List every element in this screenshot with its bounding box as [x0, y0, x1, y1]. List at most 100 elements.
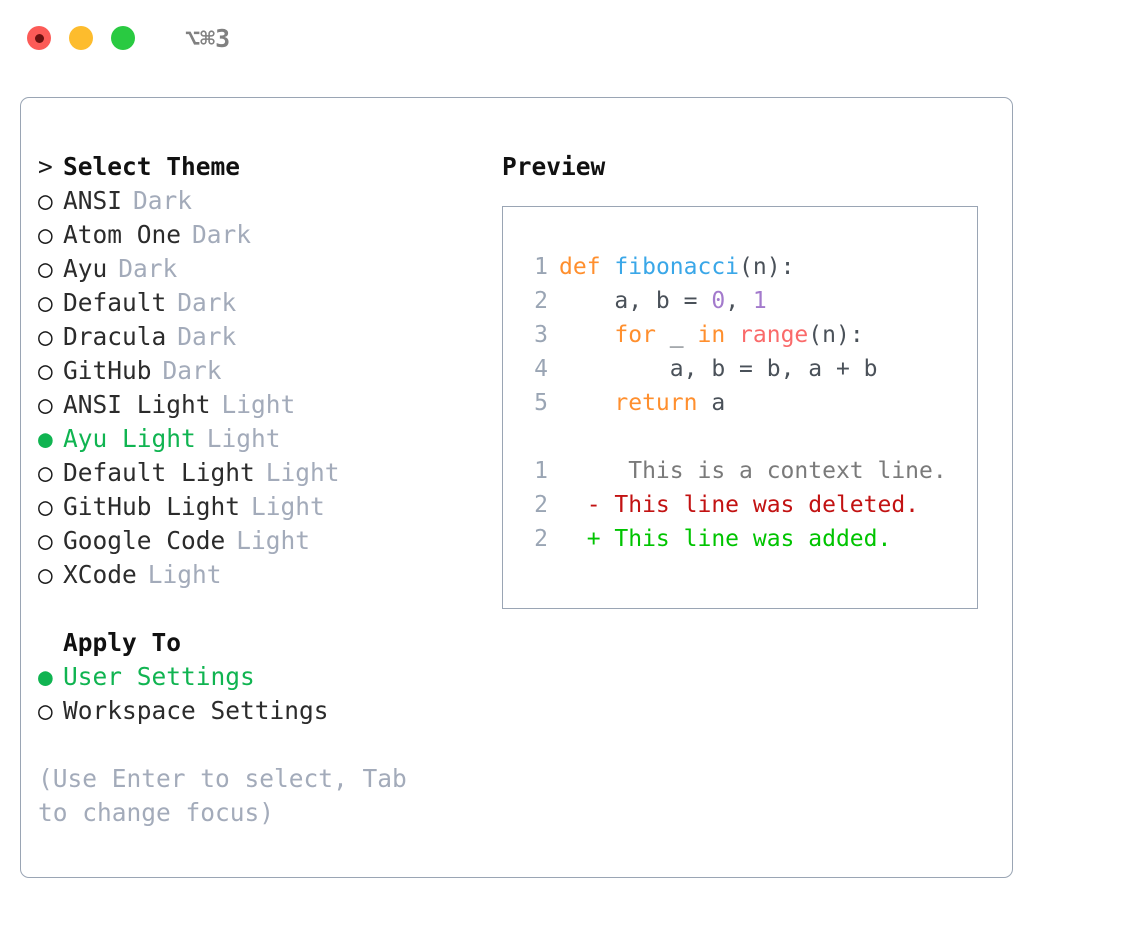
- apply-to-list: ● User Settings ○ Workspace Settings: [38, 660, 478, 728]
- radio-unselected-icon[interactable]: ○: [38, 254, 53, 283]
- token-num: 1: [752, 288, 767, 314]
- token-pn: (n):: [808, 322, 864, 348]
- theme-variant-tag: Dark: [192, 220, 252, 249]
- theme-option-github-light[interactable]: ○ GitHub Light Light: [38, 490, 478, 524]
- code-line: 5 return a: [503, 386, 977, 420]
- line-number: 4: [534, 356, 548, 382]
- token-pn: [601, 254, 615, 280]
- apply-option-label: Workspace Settings: [63, 696, 329, 725]
- token-var: a, b: [559, 288, 684, 314]
- minimize-button[interactable]: [69, 26, 93, 50]
- token-pn: [559, 390, 614, 416]
- radio-unselected-icon[interactable]: ○: [38, 220, 53, 249]
- token-kw: in: [697, 322, 726, 348]
- theme-option-label: GitHub Light: [63, 492, 241, 521]
- token-var: a: [697, 390, 726, 416]
- token-fn: fibonacci: [614, 254, 740, 280]
- radio-unselected-icon[interactable]: ○: [38, 322, 53, 351]
- diff-line: 1 This is a context line.: [503, 454, 977, 488]
- token-bi: range: [739, 322, 809, 348]
- theme-variant-tag: Light: [147, 560, 222, 589]
- theme-option-ansi[interactable]: ○ ANSI Dark: [38, 184, 478, 218]
- radio-selected-icon[interactable]: ●: [38, 662, 53, 691]
- line-number: 5: [534, 390, 548, 416]
- select-theme-title: Select Theme: [63, 152, 241, 181]
- radio-unselected-icon[interactable]: ○: [38, 390, 53, 419]
- radio-unselected-icon[interactable]: ○: [38, 458, 53, 487]
- diff-text: - This line was deleted.: [559, 492, 920, 518]
- line-number: 1: [534, 458, 548, 484]
- token-pn: (n):: [739, 254, 795, 280]
- radio-unselected-icon[interactable]: ○: [38, 186, 53, 215]
- theme-option-label: Ayu Light: [63, 424, 196, 453]
- title-bar: ⌥⌘3: [0, 0, 1140, 76]
- radio-unselected-icon[interactable]: ○: [38, 356, 53, 385]
- theme-option-xcode[interactable]: ○ XCode Light: [38, 558, 478, 592]
- code-line: 3 for _ in range(n):: [503, 318, 977, 352]
- line-number: 2: [534, 288, 548, 314]
- theme-variant-tag: Dark: [177, 288, 237, 317]
- diff-sample: 1 This is a context line.2 - This line w…: [503, 454, 977, 556]
- theme-option-label: Ayu: [63, 254, 108, 283]
- theme-variant-tag: Light: [251, 492, 325, 521]
- theme-variant-tag: Dark: [133, 186, 193, 215]
- radio-unselected-icon[interactable]: ○: [38, 288, 53, 317]
- token-kw: for: [614, 322, 656, 348]
- theme-option-github[interactable]: ○ GitHub Dark: [38, 354, 478, 388]
- line-number: 3: [534, 322, 548, 348]
- line-number: 2: [534, 526, 548, 552]
- radio-unselected-icon[interactable]: ○: [38, 696, 53, 725]
- line-number: 1: [534, 254, 548, 280]
- apply-option-user-settings[interactable]: ● User Settings: [38, 660, 478, 694]
- theme-option-label: GitHub: [63, 356, 152, 385]
- theme-option-label: ANSI: [63, 186, 123, 215]
- theme-option-label: XCode: [63, 560, 137, 589]
- close-button[interactable]: [27, 26, 51, 50]
- diff-line: 2 + This line was added.: [503, 522, 977, 556]
- theme-option-label: Google Code: [63, 526, 226, 555]
- token-pn: =: [683, 288, 712, 314]
- code-text: return a: [559, 386, 725, 420]
- theme-variant-tag: Dark: [162, 356, 222, 385]
- code-text: def fibonacci(n):: [559, 250, 794, 284]
- line-number: 2: [534, 492, 548, 518]
- theme-option-label: ANSI Light: [63, 390, 211, 419]
- radio-unselected-icon[interactable]: ○: [38, 526, 53, 555]
- theme-option-ansi-light[interactable]: ○ ANSI Light Light: [38, 388, 478, 422]
- theme-variant-tag: Light: [265, 458, 340, 487]
- diff-line: 2 - This line was deleted.: [503, 488, 977, 522]
- apply-option-workspace-settings[interactable]: ○ Workspace Settings: [38, 694, 478, 728]
- radio-selected-icon[interactable]: ●: [38, 424, 53, 453]
- theme-variant-tag: Light: [206, 424, 281, 453]
- token-var: b, a + b: [766, 356, 878, 382]
- token-pn: [559, 322, 614, 348]
- theme-variant-tag: Light: [236, 526, 311, 555]
- token-num: 0: [711, 288, 726, 314]
- radio-unselected-icon[interactable]: ○: [38, 492, 53, 521]
- theme-option-google-code[interactable]: ○ Google Code Light: [38, 524, 478, 558]
- code-text: a, b = b, a + b: [559, 352, 878, 386]
- theme-option-label: Dracula: [63, 322, 167, 351]
- keyboard-hint: (Use Enter to select, Tab to change focu…: [38, 764, 407, 827]
- apply-to-title: Apply To: [63, 628, 182, 657]
- radio-unselected-icon[interactable]: ○: [38, 560, 53, 589]
- token-kw: def: [559, 254, 601, 280]
- maximize-button[interactable]: [111, 26, 135, 50]
- code-line: 4 a, b = b, a + b: [503, 352, 977, 386]
- theme-variant-tag: Light: [221, 390, 296, 419]
- code-line: 1 def fibonacci(n):: [503, 250, 977, 284]
- theme-option-ayu-light[interactable]: ● Ayu Light Light: [38, 422, 478, 456]
- apply-option-label: User Settings: [63, 662, 255, 691]
- token-var: a, b: [559, 356, 740, 382]
